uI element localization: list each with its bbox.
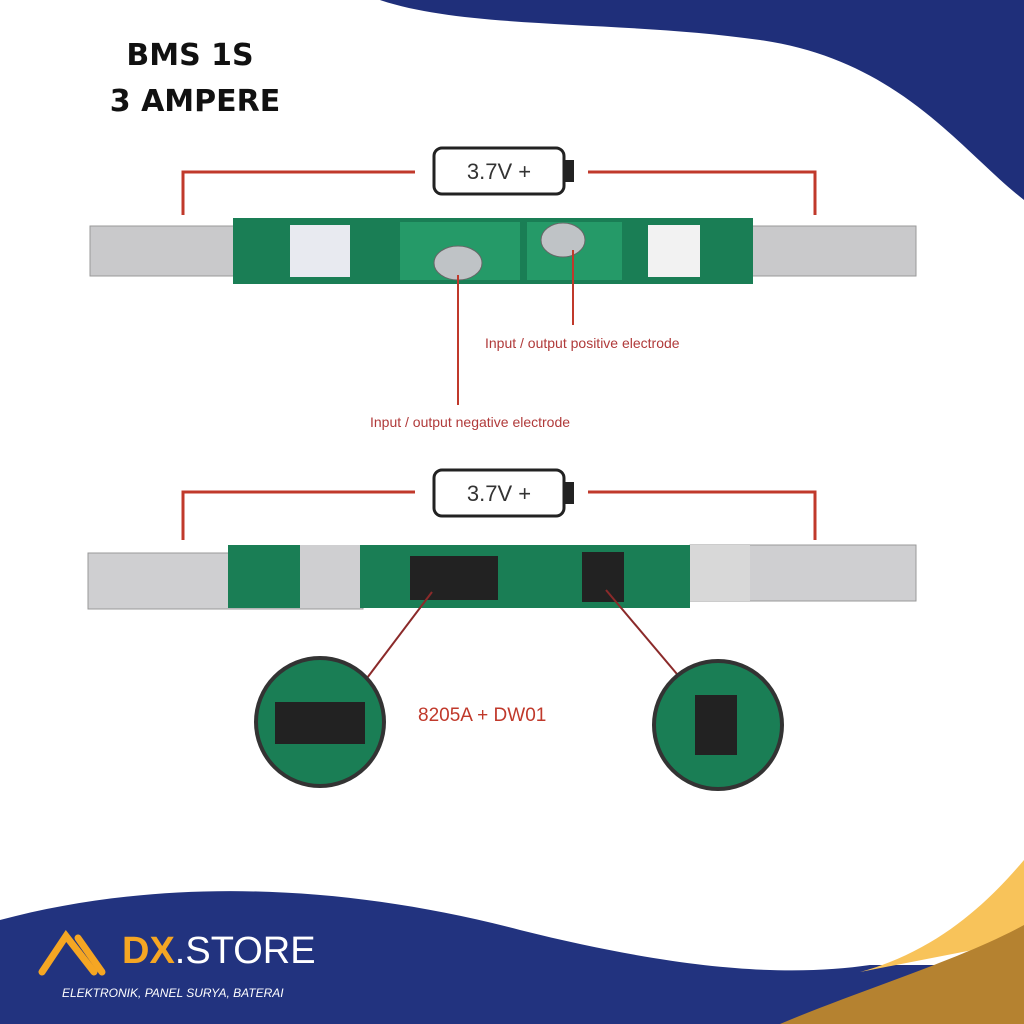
brand-name-rest: .STORE	[174, 930, 316, 972]
battery-icon-top	[432, 146, 574, 196]
title-line-2: 3 AMPERE	[109, 84, 281, 119]
battery-label-top: 3.7V +	[466, 159, 532, 184]
wire-right-bottom	[588, 490, 817, 540]
negative-electrode-note: Input / output negative electrode	[370, 414, 571, 430]
battery-label-bottom: 3.7V +	[466, 481, 532, 506]
bottom-gold-light	[860, 860, 1024, 972]
nickel-strip-left	[89, 225, 241, 277]
solder-pad-negative	[433, 245, 483, 281]
bottom-gold	[780, 925, 1024, 1024]
nickel-strip-right	[747, 225, 917, 277]
brand-tagline: ELEKTRONIK, PANEL SURYA, BATERAI	[62, 986, 284, 1000]
brand-logo: DX.STORE	[122, 930, 316, 973]
chip-8205a	[410, 556, 498, 600]
chips-label: 8205A + DW01	[418, 705, 547, 726]
solder-pad-positive	[540, 222, 586, 258]
zoom-circle-8205a	[254, 656, 386, 788]
title-line-1: BMS 1S	[126, 38, 254, 73]
brand-name-bold: DX	[122, 930, 175, 972]
battery-icon-bottom	[432, 468, 574, 518]
wire-right-top	[588, 170, 817, 215]
logo-mark-icon	[38, 930, 106, 976]
positive-electrode-note: Input / output positive electrode	[485, 335, 680, 351]
bottom-banner	[0, 891, 1024, 1024]
top-swoosh	[380, 0, 1024, 200]
chip-dw01	[582, 552, 624, 602]
wire-left-top	[181, 170, 415, 215]
zoom-circle-dw01	[652, 659, 784, 791]
wire-left-bottom	[181, 490, 415, 540]
